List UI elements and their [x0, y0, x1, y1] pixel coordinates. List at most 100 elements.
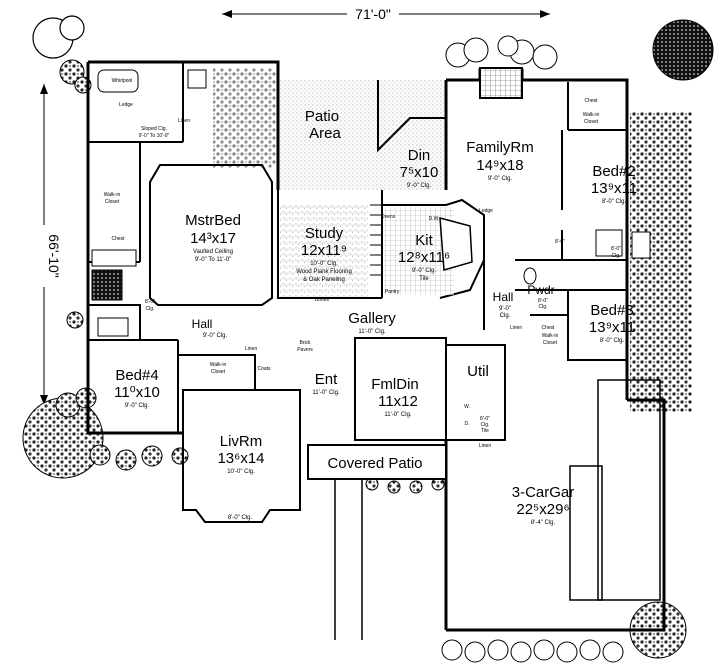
closet-label: Closet	[105, 199, 120, 205]
garage-door	[569, 465, 603, 601]
room-size: 13⁹x11	[591, 180, 637, 197]
room-entry: Ent 11'-0" Clg.	[312, 371, 340, 396]
room-ceiling: 9'-0" Clg.	[125, 403, 150, 409]
room-family: FamilyRm 14⁹x18 9'-0" Clg.	[466, 139, 534, 182]
room-ceiling: 9'-0" Clg.	[407, 183, 432, 189]
room-size: 7⁵x10	[400, 164, 439, 181]
width-dimension: 71'-0"	[222, 4, 550, 24]
ledge-label: Ledge	[119, 102, 133, 108]
room-kitchen: Kit 12⁸x11⁶ 9'-0" Clg. Tile	[398, 232, 450, 282]
room-hall-right: Hall 9'-0" Clg.	[493, 290, 514, 319]
room-covered-patio: Covered Patio	[327, 455, 422, 472]
depth-dimension: 66'-10"	[34, 84, 62, 405]
shower-icon	[631, 231, 651, 259]
room-ceiling: 11'-0" Clg.	[358, 329, 386, 335]
room-size: 12⁸x11⁶	[398, 249, 450, 266]
room-ceiling: 10'-0" Clg.	[310, 261, 338, 267]
large-shrub-icon	[652, 19, 714, 81]
room-ceiling: Clg.	[539, 304, 548, 310]
room-name: FmlDin	[371, 376, 419, 393]
room-name: Bed#4	[115, 367, 158, 384]
annotations: Whirlpool Linen Ledge Sloped Clg. 9'-0" …	[104, 78, 621, 449]
room-hall-left: Hall 9'-0" Clg.	[192, 317, 228, 339]
bath-ceiling-label: Clg.	[612, 253, 621, 259]
washer-label: W.	[464, 404, 470, 410]
room-size: 11⁰x10	[114, 384, 160, 401]
room-floor: Tile	[481, 428, 489, 434]
room-ceiling: 9'-0" Clg.	[488, 176, 513, 182]
room-name: Covered Patio	[327, 455, 422, 472]
room-garage: 3-CarGar 22⁵x29⁶ 8'-4" Clg.	[512, 484, 575, 526]
room-name: Hall	[192, 317, 213, 331]
planter	[213, 68, 278, 168]
landscaping	[22, 15, 714, 663]
room-name: Area	[309, 125, 341, 142]
room-name: 3-CarGar	[512, 484, 575, 501]
room-ceiling: 9'-0" To 11'-0"	[195, 257, 231, 263]
patio-area	[278, 80, 446, 190]
room-note: & Oak Paneling	[303, 277, 345, 283]
room-ceiling: 10'-0" Clg.	[227, 469, 255, 475]
depth-label: 66'-10"	[46, 234, 62, 277]
room-ceiling: 9'-0" Clg.	[203, 333, 228, 339]
room-utility: Util 8'-0" Clg. Tile	[467, 363, 490, 434]
room-name: Gallery	[348, 310, 396, 327]
room-bed2: Bed#2 13⁹x11 8'-0" Clg.	[591, 163, 637, 205]
room-name: Ent	[315, 371, 338, 388]
room-size: 22⁵x29⁶	[516, 501, 569, 518]
room-ceiling: 8'-0" Clg.	[228, 515, 253, 521]
room-gallery: Gallery 11'-0" Clg.	[348, 310, 396, 335]
shower-icon	[187, 69, 207, 89]
room-study: Study 12x11⁹ 10'-0" Clg. Wood Plank Floo…	[296, 225, 352, 283]
walkin-label: Walk-in	[583, 112, 600, 118]
closet-label: Closet	[584, 119, 599, 125]
room-ceiling: 9'-0"	[499, 306, 511, 312]
room-name: Bed#3	[590, 302, 633, 319]
covered-patio	[307, 444, 447, 480]
linen-label: Linen	[178, 118, 190, 124]
sloped-ceiling-label: Sloped Clg.	[141, 126, 167, 132]
room-size: 14³x17	[190, 230, 236, 247]
walkin-label: Walk-in	[542, 333, 559, 339]
room-bed3: Bed#3 13⁹x11 8'-0" Clg.	[589, 302, 635, 344]
room-bed4: Bed#4 11⁰x10 9'-0" Clg.	[114, 367, 160, 409]
room-ceiling: 11'-0" Clg.	[384, 412, 412, 418]
room-size: 14⁹x18	[476, 157, 523, 174]
room-ceiling: 8'-0"	[538, 298, 548, 304]
dryer-label: D.	[465, 421, 470, 427]
walkin-label: Walk-in	[104, 192, 121, 198]
pavers-label: Pavers	[297, 347, 313, 353]
room-name: FamilyRm	[466, 139, 534, 156]
shrub-icon	[59, 59, 85, 85]
room-dining-nook: Din 7⁵x10 9'-0" Clg.	[400, 147, 439, 189]
pantry-label: Pantry	[385, 289, 400, 295]
room-ceiling: Clg.	[481, 422, 490, 428]
room-name: Study	[305, 225, 344, 242]
room-size: 11x12	[378, 393, 418, 410]
room-ceiling: 8'-4" Clg.	[531, 520, 556, 526]
room-name: Din	[408, 147, 431, 164]
room-size: 12x11⁹	[301, 242, 347, 259]
room-name: MstrBed	[185, 212, 241, 229]
room-master-bed: MstrBed 14³x17 Vaulted Ceiling 9'-0" To …	[185, 212, 241, 263]
bath-ceiling-label: 8'-0"	[145, 299, 155, 305]
room-size: 13⁶x14	[217, 450, 264, 467]
bath-ceiling-label: Clg.	[146, 306, 155, 312]
tub-icon	[595, 229, 623, 257]
tub-icon	[91, 249, 137, 267]
room-ceiling: 8'-0" Clg.	[602, 199, 627, 205]
garage-door	[597, 379, 661, 601]
bath-ceiling-label: 8'-0"	[611, 246, 621, 252]
brick-label: Brick	[299, 340, 311, 346]
study-floor	[280, 205, 368, 297]
chest-label: Chest	[111, 236, 125, 242]
width-label: 71'-0"	[355, 6, 391, 22]
closet-label: Closet	[211, 369, 226, 375]
sink-icon	[97, 317, 129, 337]
room-ceiling: Vaulted Ceiling	[193, 249, 233, 255]
room-name: Bed#2	[592, 163, 635, 180]
kitchen-island	[439, 217, 473, 271]
room-note: Wood Plank Flooring	[296, 269, 352, 275]
room-ceiling: 11'-0" Clg.	[312, 390, 340, 396]
whirlpool-label: Whirlpool	[112, 78, 133, 84]
